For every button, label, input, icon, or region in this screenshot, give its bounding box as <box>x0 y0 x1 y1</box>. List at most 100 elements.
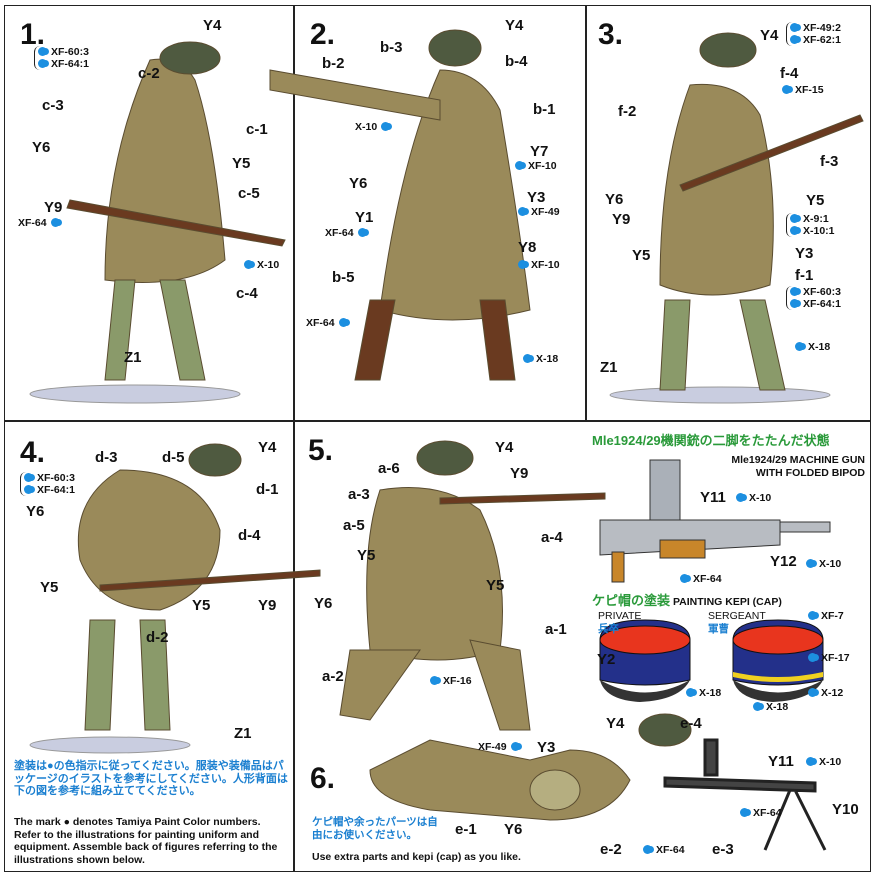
part-label: e-1 <box>455 821 477 838</box>
paint-mix: XF-60:3 XF-64:1 <box>20 472 75 496</box>
part-label: Y9 <box>612 211 631 228</box>
part-label: Y12 <box>770 553 797 570</box>
paint-code: XF-64 <box>306 318 348 329</box>
divider <box>4 420 871 422</box>
part-label: Y4 <box>258 439 277 456</box>
part-label: b-4 <box>505 53 528 70</box>
paint-code: X-18 <box>753 702 788 713</box>
paint-code: X-18 <box>795 342 830 353</box>
part-label: Y8 <box>518 239 537 256</box>
step-number: 2. <box>310 18 336 51</box>
kepi-private <box>599 619 691 702</box>
part-label: Z1 <box>600 359 618 376</box>
part-label: Y3 <box>537 739 556 756</box>
paint-code: X-10 <box>736 493 771 504</box>
part-label: Y9 <box>510 465 529 482</box>
paint-code: XF-15 <box>782 85 824 96</box>
base-z1 <box>29 736 191 754</box>
kepi-title-jp: ケピ帽の塗装 <box>592 593 671 608</box>
part-label: Y7 <box>530 143 549 160</box>
part-label: c-1 <box>246 121 268 138</box>
paint-code: X-10 <box>806 757 841 768</box>
part-label: Y11 <box>768 753 794 770</box>
figure-6 <box>369 713 827 851</box>
part-label: b-5 <box>332 269 355 286</box>
paint-mix: X-9:1 X-10:1 <box>786 213 835 237</box>
figure-5 <box>339 440 606 731</box>
part-label: Y6 <box>26 503 45 520</box>
paint-code: XF-60:3 <box>24 473 75 484</box>
figure-1 <box>29 41 286 404</box>
part-label: c-4 <box>236 285 258 302</box>
part-label: a-5 <box>343 517 365 534</box>
paint-code: XF-16 <box>430 676 472 687</box>
part-label: c-3 <box>42 97 64 114</box>
part-label: Y3 <box>527 189 546 206</box>
paint-code: XF-7 <box>808 611 844 622</box>
paint-mix: XF-60:3 XF-64:1 <box>786 286 841 310</box>
figure-3 <box>609 32 864 404</box>
part-label: e-2 <box>600 841 622 858</box>
divider <box>293 5 295 872</box>
painting-note-en: The mark ● denotes Tamiya Paint Color nu… <box>14 816 278 866</box>
base-z1 <box>29 384 241 404</box>
kepi-title: ケピ帽の塗装 PAINTING KEPI (CAP) <box>592 593 782 609</box>
paint-code: XF-64:1 <box>790 298 841 310</box>
paint-code: X-10 <box>244 260 279 271</box>
part-label: c-2 <box>138 65 160 82</box>
instruction-sheet-frame <box>4 5 871 872</box>
part-label: f-4 <box>780 65 799 82</box>
part-label: Y5 <box>486 577 505 594</box>
part-label: d-3 <box>95 449 118 466</box>
part-label: Y5 <box>632 247 651 264</box>
part-label: Z1 <box>234 725 252 742</box>
mg-title-jp: Mle1924/29機関銃の二脚をたたんだ状態 <box>592 433 830 448</box>
mg-title-line: Mle1924/29 MACHINE GUN <box>731 454 865 466</box>
part-label: Y6 <box>314 595 333 612</box>
paint-code: XF-64:1 <box>24 484 75 496</box>
part-label: f-3 <box>820 153 839 170</box>
paint-code: XF-64 <box>643 845 685 856</box>
paint-code: X-10:1 <box>790 225 835 237</box>
part-label: Y4 <box>760 27 779 44</box>
part-label: Y5 <box>192 597 211 614</box>
paint-code: XF-49 <box>518 207 560 218</box>
part-label: a-1 <box>545 621 567 638</box>
part-label: e-4 <box>680 715 702 732</box>
part-label: Y5 <box>40 579 59 596</box>
step-number: 4. <box>20 436 46 469</box>
paint-mix: XF-49:2 XF-62:1 <box>786 22 841 46</box>
base-z1 <box>609 386 831 404</box>
part-label: a-4 <box>541 529 563 546</box>
step-number: 3. <box>598 18 624 51</box>
part-label: b-3 <box>380 39 403 56</box>
mg-title-line: WITH FOLDED BIPOD <box>755 467 865 480</box>
part-label: d-5 <box>162 449 185 466</box>
part-label: Y6 <box>504 821 523 838</box>
part-label: Y10 <box>832 801 859 818</box>
paint-mix: XF-60:3 XF-64:1 <box>34 46 89 70</box>
extra-parts-note-jp: ケピ帽や余ったパーツは自由にお使いください。 <box>312 816 438 842</box>
divider <box>585 5 587 420</box>
step-number: 1. <box>20 18 46 51</box>
figure-4 <box>29 443 321 754</box>
part-label: d-4 <box>238 527 261 544</box>
part-label: Y5 <box>806 192 825 209</box>
part-label: d-1 <box>256 481 279 498</box>
kepi-title-en: PAINTING KEPI (CAP) <box>672 596 782 608</box>
paint-code: XF-64 <box>740 808 782 819</box>
part-label: Y6 <box>32 139 51 156</box>
paint-code: X-18 <box>686 688 721 699</box>
part-label: Y11 <box>700 489 726 506</box>
part-label: Y6 <box>605 191 624 208</box>
part-label: Y6 <box>349 175 368 192</box>
sergeant-en: SERGEANT <box>708 610 766 622</box>
paint-code: XF-64 <box>18 218 60 229</box>
part-label: Y1 <box>355 209 374 226</box>
part-label: Y5 <box>357 547 376 564</box>
part-label: Y5 <box>232 155 251 172</box>
